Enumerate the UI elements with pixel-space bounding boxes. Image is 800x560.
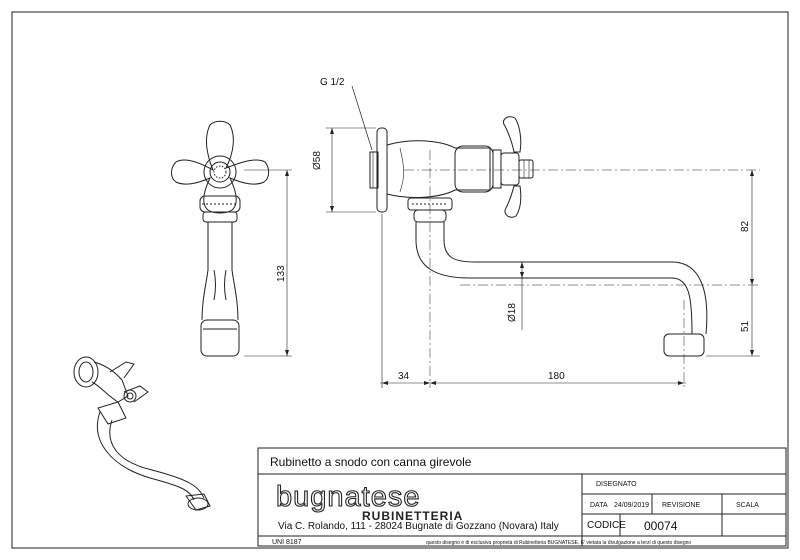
dim-180: 180 bbox=[548, 371, 565, 382]
data-label: DATA bbox=[590, 502, 608, 509]
disclaimer: questo disegno è di esclusiva proprietà … bbox=[426, 540, 692, 546]
front-view bbox=[171, 120, 292, 357]
dim-82: 82 bbox=[740, 220, 751, 232]
codice-label: CODICE bbox=[587, 520, 626, 531]
revisione-label: REVISIONE bbox=[662, 502, 701, 509]
disegnato-label: DISEGNATO bbox=[596, 481, 637, 488]
isometric-view bbox=[73, 356, 211, 511]
dim-133: 133 bbox=[276, 265, 287, 282]
side-cross-handle bbox=[502, 116, 522, 153]
front-hub-outer bbox=[203, 155, 237, 189]
address: Via C. Rolando, 111 - 28024 Bugnate di G… bbox=[278, 521, 559, 532]
dim-51: 51 bbox=[740, 320, 751, 332]
dim-34: 34 bbox=[398, 371, 410, 382]
dim-diameter-58: Ø58 bbox=[312, 151, 323, 170]
codice-value: 00074 bbox=[644, 519, 678, 533]
side-view bbox=[326, 85, 760, 388]
dim-diameter-18: Ø18 bbox=[507, 303, 518, 322]
brand-subtitle: RUBINETTERIA bbox=[362, 509, 463, 523]
scala-label: SCALA bbox=[736, 502, 759, 509]
sheet-frame bbox=[11, 11, 789, 549]
front-cross-handle bbox=[171, 120, 270, 214]
thread-label: G 1/2 bbox=[320, 77, 345, 88]
title-block bbox=[257, 447, 787, 547]
data-value: 24/09/2019 bbox=[614, 502, 650, 509]
brand-logo: bugnatese RUBINETTERIA bbox=[275, 480, 463, 523]
uni-label: UNI 8187 bbox=[272, 539, 302, 546]
brand-name: bugnatese bbox=[276, 481, 420, 513]
front-hub-inner bbox=[209, 161, 231, 183]
product-name: Rubinetto a snodo con canna girevole bbox=[270, 455, 472, 469]
